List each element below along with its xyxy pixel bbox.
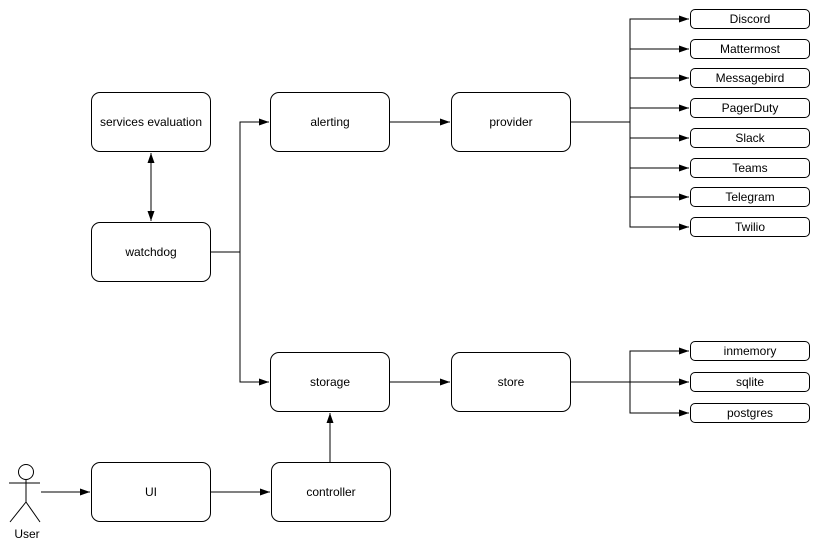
edge-provider-twilio <box>571 121 689 231</box>
node-controller-label: controller <box>306 484 356 499</box>
leaf-postgres: postgres <box>690 403 810 423</box>
leaf-twilio: Twilio <box>690 217 810 237</box>
leaf-slack-label: Slack <box>735 131 765 145</box>
node-ui: UI <box>91 462 211 522</box>
node-alerting-label: alerting <box>310 114 350 129</box>
leaf-mattermost-label: Mattermost <box>719 42 780 56</box>
leaf-messagebird: Messagebird <box>690 68 810 88</box>
user-actor-label: User <box>14 527 40 541</box>
node-provider-label: provider <box>489 114 533 129</box>
node-storage-label: storage <box>309 374 351 389</box>
edge-watchdog-alerting <box>211 118 269 253</box>
leaf-discord: Discord <box>690 9 810 29</box>
node-store: store <box>451 352 571 412</box>
leaf-telegram: Telegram <box>690 187 810 207</box>
leaf-twilio-label: Twilio <box>734 220 765 234</box>
leaf-telegram-label: Telegram <box>725 190 775 204</box>
edge-store-postgres <box>571 381 689 417</box>
leaf-pagerduty: PagerDuty <box>690 98 810 118</box>
leaf-sqlite-label: sqlite <box>735 375 764 389</box>
node-watchdog: watchdog <box>91 222 211 282</box>
node-store-label: store <box>497 374 525 389</box>
leaf-messagebird-label: Messagebird <box>715 71 785 85</box>
node-ui-label: UI <box>145 484 157 499</box>
leaf-mattermost: Mattermost <box>690 39 810 59</box>
node-services-evaluation-label: services evaluation <box>99 114 203 129</box>
node-provider: provider <box>451 92 571 152</box>
leaf-slack: Slack <box>690 128 810 148</box>
leaf-inmemory-label: inmemory <box>723 344 777 358</box>
node-controller: controller <box>271 462 391 522</box>
leaf-inmemory: inmemory <box>690 341 810 361</box>
leaf-sqlite: sqlite <box>690 372 810 392</box>
leaf-discord-label: Discord <box>729 12 771 26</box>
node-watchdog-label: watchdog <box>125 244 177 259</box>
leaf-pagerduty-label: PagerDuty <box>721 101 779 115</box>
edge-watchdog-storage <box>211 251 269 386</box>
leaf-teams: Teams <box>690 158 810 178</box>
user-actor-icon <box>9 464 41 523</box>
edge-store-inmemory <box>571 347 689 383</box>
edge-provider-pagerduty <box>571 104 689 123</box>
node-services-evaluation: services evaluation <box>91 92 211 152</box>
leaf-postgres-label: postgres <box>726 406 774 420</box>
node-storage: storage <box>270 352 390 412</box>
leaf-teams-label: Teams <box>732 161 768 175</box>
node-alerting: alerting <box>270 92 390 152</box>
